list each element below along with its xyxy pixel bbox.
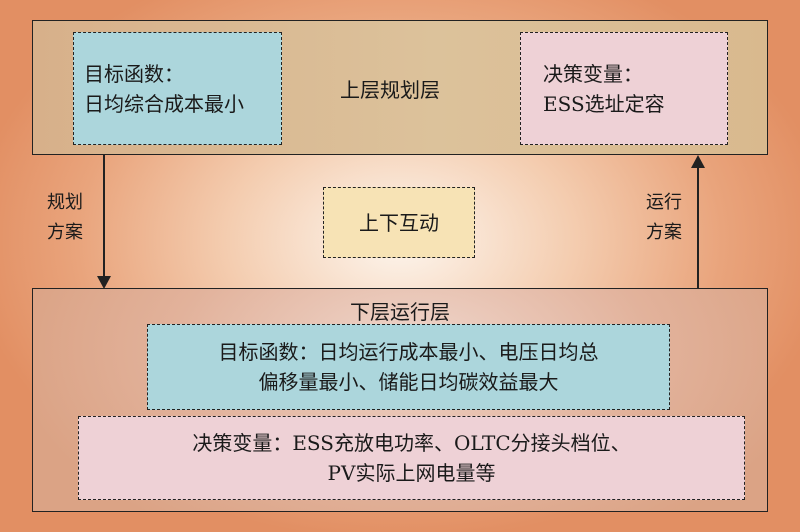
planning-arrow-line	[103, 155, 105, 279]
operation-scheme-label: 运行 方案	[638, 188, 690, 248]
interaction-box: 上下互动	[323, 187, 475, 258]
planning-label-line1: 规划	[47, 192, 83, 213]
planning-label-line2: 方案	[47, 222, 83, 243]
upper-objective-box: 目标函数： 日均综合成本最小	[73, 32, 282, 145]
operation-arrow-line	[697, 165, 699, 288]
lower-variables-line2: PV实际上网电量等	[327, 461, 496, 485]
lower-objective-line2: 偏移量最小、储能日均碳效益最大	[258, 370, 559, 394]
lower-objective-line1: 目标函数：日均运行成本最小、电压日均总	[218, 340, 599, 364]
lower-objective-box: 目标函数：日均运行成本最小、电压日均总 偏移量最小、储能日均碳效益最大	[147, 324, 670, 410]
arrow-down-icon	[97, 276, 111, 289]
operation-label-line1: 运行	[646, 192, 682, 213]
upper-variables-label: 决策变量：	[543, 61, 643, 86]
operation-label-line2: 方案	[646, 222, 682, 243]
upper-variables-text: ESS选址定容	[543, 91, 665, 116]
upper-layer-title: 上层规划层	[340, 78, 440, 102]
upper-variables-box: 决策变量： ESS选址定容	[520, 32, 728, 145]
planning-scheme-label: 规划 方案	[40, 188, 90, 248]
upper-objective-text: 日均综合成本最小	[84, 91, 244, 116]
upper-objective-label: 目标函数：	[84, 61, 184, 86]
lower-variables-box: 决策变量：ESS充放电功率、OLTC分接头档位、 PV实际上网电量等	[78, 416, 745, 500]
lower-variables-line1: 决策变量：ESS充放电功率、OLTC分接头档位、	[192, 431, 631, 455]
interaction-label: 上下互动	[359, 210, 439, 235]
lower-layer-title: 下层运行层	[350, 300, 450, 324]
arrow-up-icon	[691, 155, 705, 168]
